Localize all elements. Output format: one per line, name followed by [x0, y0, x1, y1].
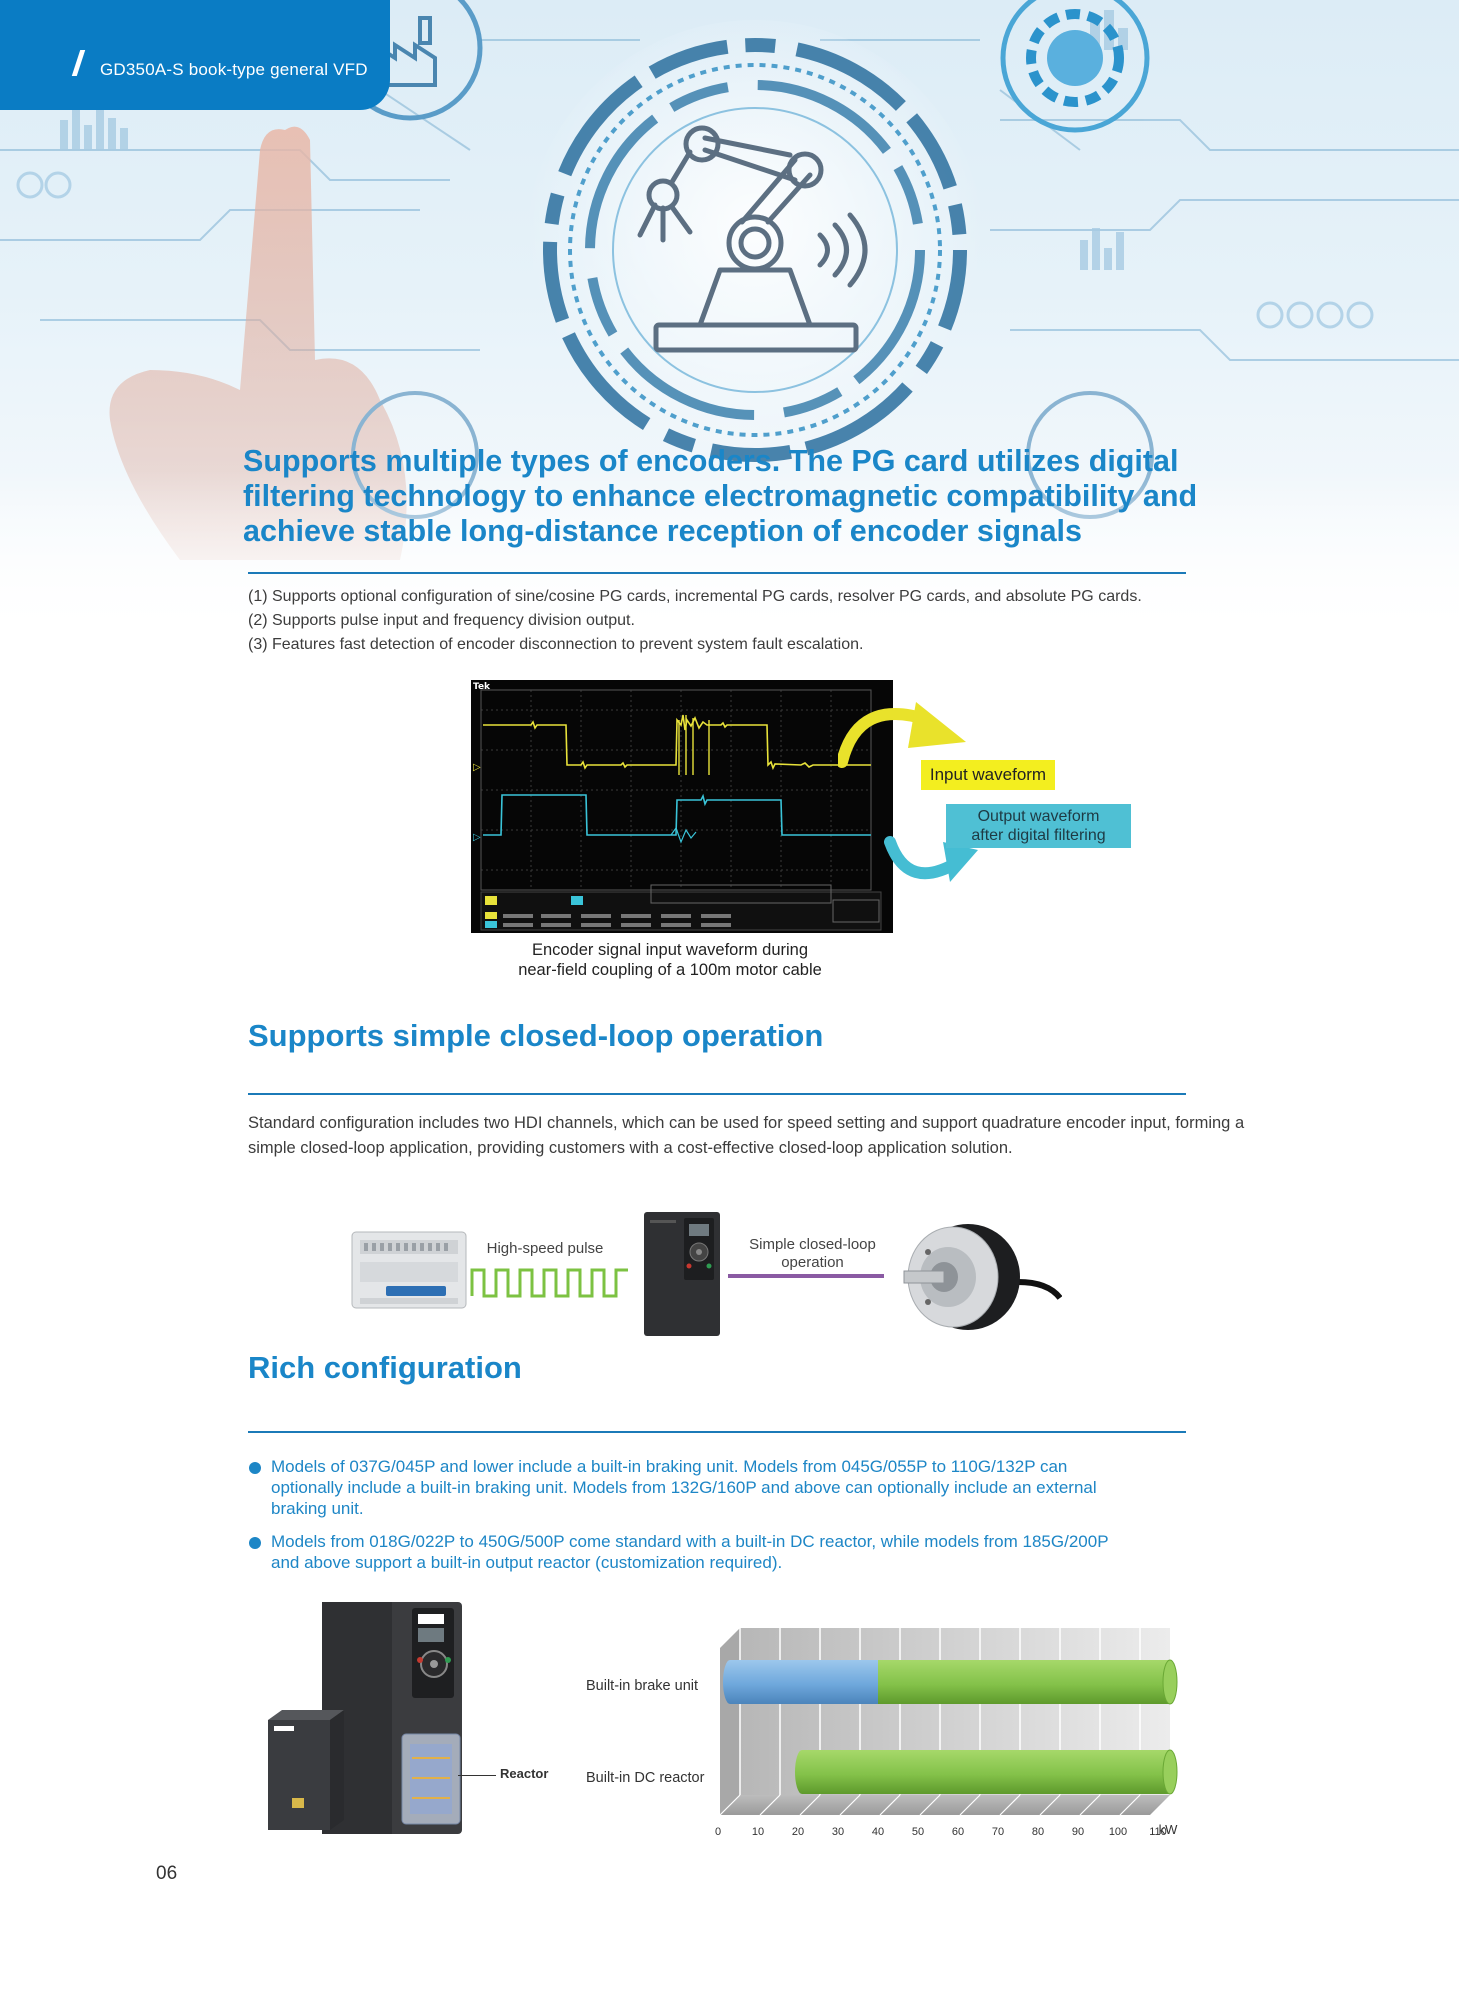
chart-bars — [723, 1659, 1178, 1795]
high-speed-pulse-label: High-speed pulse — [486, 1240, 604, 1257]
pulse-signal-graphic — [470, 1268, 628, 1298]
closed-loop-heading: Supports simple closed-loop operation — [248, 1018, 824, 1053]
chart-side-wall — [720, 1628, 740, 1815]
encoder-point: (3) Features fast detection of encoder d… — [248, 636, 864, 653]
chart-x-tick-label: 90 — [1072, 1826, 1084, 1838]
closed-loop-label-line1: Simple closed-loop — [749, 1236, 876, 1253]
chart-bar-segment — [802, 1750, 1170, 1794]
output-waveform-label-line1: Output waveform — [977, 808, 1100, 825]
chart-bar-cap-start — [723, 1660, 737, 1704]
chart-x-unit-label: kW — [1159, 1822, 1179, 1837]
chart-bar-cap-end — [1162, 1749, 1178, 1795]
chart-floor-gridline — [879, 1794, 901, 1816]
chart-floor-gridline — [759, 1794, 781, 1816]
encoder-heading: Supports multiple types of encoders. The… — [243, 444, 1198, 548]
chart-floor-gridline — [999, 1794, 1021, 1816]
input-waveform-label: Input waveform — [921, 760, 1055, 790]
closed-loop-heading-rule — [248, 1093, 1186, 1095]
chart-floor — [720, 1795, 1170, 1815]
chart-floor-gridline — [719, 1794, 741, 1816]
hero-banner — [0, 0, 1459, 640]
chart-x-tick-label: 20 — [792, 1826, 804, 1838]
config-bullet: Models of 037G/045P and lower include a … — [248, 1456, 1128, 1519]
chart-floor-gridline — [1119, 1794, 1141, 1816]
vfd-with-reactor-image — [268, 1602, 462, 1834]
oscilloscope-caption: Encoder signal input waveform during nea… — [470, 940, 870, 980]
config-bullet: Models from 018G/022P to 450G/500P come … — [248, 1531, 1128, 1573]
svg-text:▷: ▷ — [473, 832, 481, 843]
header-tab: GD350A-S book-type general VFD — [0, 0, 390, 110]
chart-floor-gridline — [1079, 1794, 1101, 1816]
output-waveform-label-line2: after digital filtering — [971, 827, 1106, 844]
waveform-arrows — [838, 702, 978, 882]
closed-loop-description: Standard configuration includes two HDI … — [248, 1114, 1245, 1157]
encoder-points: (1) Supports optional configuration of s… — [248, 585, 1248, 657]
chart-x-tick-label: 30 — [832, 1826, 844, 1838]
chart-floor-gridline — [1039, 1794, 1061, 1816]
chart-category-label: Built-in brake unit — [586, 1678, 699, 1694]
chart-x-tick-label: 70 — [992, 1826, 1004, 1838]
chart-x-tick-label: 10 — [752, 1826, 764, 1838]
chart-category-label: Built-in DC reactor — [586, 1770, 705, 1786]
oscilloscope-screenshot: ▷ ▷ Tek — [471, 680, 893, 933]
oscilloscope-caption-line2: near-field coupling of a 100m motor cabl… — [518, 961, 822, 979]
bullet-dot-icon — [249, 1462, 261, 1474]
plc-controller-image — [351, 1231, 467, 1309]
encoder-point: (1) Supports optional configuration of s… — [248, 588, 1142, 605]
chart-bar-cap-end — [1162, 1659, 1178, 1705]
chart-x-tick-label: 40 — [872, 1826, 884, 1838]
chart-bar-segment — [878, 1660, 1170, 1704]
chart-floor-gridline — [799, 1794, 821, 1816]
svg-text:▷: ▷ — [473, 762, 481, 773]
chart-bar-cap-start — [795, 1750, 809, 1794]
closed-loop-label: Simple closed-loop operation — [735, 1236, 890, 1272]
chart-floor-gridline — [919, 1794, 941, 1816]
encoder-image — [903, 1224, 1062, 1330]
rich-config-heading-rule — [248, 1431, 1186, 1433]
chart-x-tick-label: 80 — [1032, 1826, 1044, 1838]
reactor-leader-line — [458, 1775, 496, 1776]
chart-x-tick-label: 110 — [1149, 1826, 1167, 1838]
chart-x-tick-label: 0 — [715, 1826, 721, 1838]
oscilloscope-caption-line1: Encoder signal input waveform during — [531, 941, 809, 959]
svg-text:Tek: Tek — [473, 682, 491, 692]
config-bullet-text: Models from 018G/022P to 450G/500P come … — [271, 1532, 1109, 1572]
chart-floor-gridline — [839, 1794, 861, 1816]
vfd-drive-image — [644, 1212, 720, 1336]
closed-loop-label-line2: operation — [781, 1254, 844, 1271]
header-title: GD350A-S book-type general VFD — [100, 60, 368, 79]
bullet-dot-icon — [249, 1537, 261, 1549]
page-number: 06 — [156, 1863, 178, 1884]
closed-loop-connector-line — [728, 1274, 884, 1278]
oscilloscope-waveform-graphic: ▷ ▷ Tek — [471, 680, 893, 933]
chart-x-tick-label: 50 — [912, 1826, 924, 1838]
hero-tech-illustration — [0, 0, 1459, 640]
config-bullet-text: Models of 037G/045P and lower include a … — [271, 1457, 1097, 1518]
rich-config-heading: Rich configuration — [248, 1350, 522, 1385]
config-bullets: Models of 037G/045P and lower include a … — [248, 1456, 1128, 1585]
output-waveform-label: Output waveform after digital filtering — [946, 804, 1131, 848]
encoder-heading-rule — [248, 572, 1186, 574]
encoder-point: (2) Supports pulse input and frequency d… — [248, 612, 635, 629]
chart-floor-gridline — [1159, 1794, 1180, 1816]
chart-floor-gridline — [959, 1794, 981, 1816]
reactor-label: Reactor — [500, 1766, 549, 1781]
chart-x-tick-label: 100 — [1109, 1826, 1127, 1838]
header-slash-mark — [71, 50, 86, 76]
chart-x-tick-label: 60 — [952, 1826, 964, 1838]
chart-bar-segment — [730, 1660, 878, 1704]
